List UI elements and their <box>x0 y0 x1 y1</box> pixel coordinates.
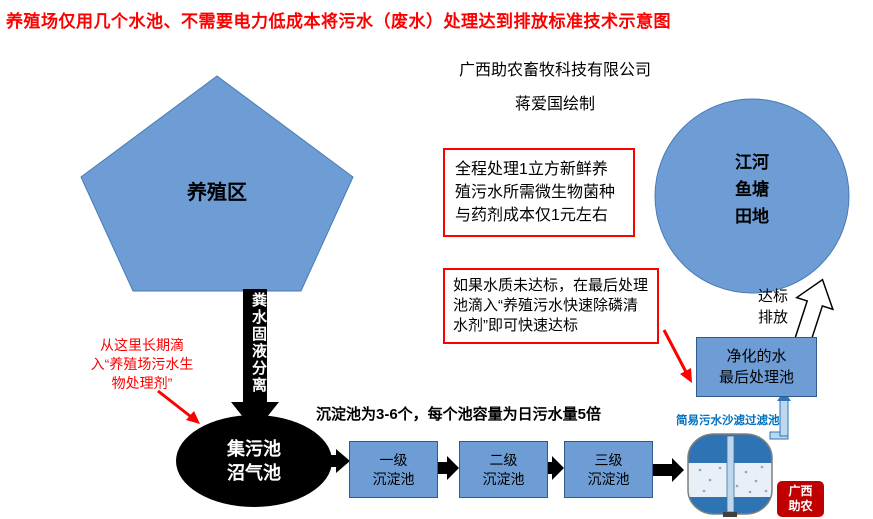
destination-line-1: 江河 <box>735 153 769 172</box>
sediment-pool-3-line-1: 三级 <box>594 451 623 468</box>
tank-center-pipe <box>726 435 735 513</box>
breeding-area-pentagon <box>80 75 354 292</box>
sediment-pool-1-line-1: 一级 <box>379 451 408 468</box>
sediment-pool-1-line-2: 沉淀池 <box>372 470 415 487</box>
sand-texture-dots <box>698 465 768 494</box>
collection-pool-ellipse <box>176 415 332 507</box>
destination-label: 江河 鱼塘 田地 <box>702 149 802 230</box>
final-pool-line-2: 最后处理池 <box>718 369 794 386</box>
collection-pool-line-2: 沼气池 <box>227 463 281 483</box>
author-name: 蒋爱国绘制 <box>514 96 595 113</box>
sediment-pool-3-line-2: 沉淀池 <box>587 470 630 487</box>
collection-pool-label: 集污池 沼气池 <box>204 437 304 485</box>
sediment-pool-3: 三级 沉淀池 <box>564 441 653 498</box>
brand-logo-line-2: 助农 <box>788 499 813 513</box>
company-name: 广西助农畜牧科技有限公司 <box>458 62 651 79</box>
sediment-pool-1: 一级 沉淀池 <box>349 441 438 498</box>
destination-line-2: 鱼塘 <box>735 180 769 199</box>
brand-logo-line-1: 广西 <box>788 484 813 498</box>
sediment-info-note: 沉淀池为3-6个，每个池容量为日污水量5倍 <box>316 406 602 423</box>
cost-note: 全程处理1立方新鲜养殖污水所需微生物菌种与药剂成本仅1元左右 <box>443 148 635 237</box>
discharge-line-2: 排放 <box>757 309 788 326</box>
final-pool-line-1: 净化的水 <box>726 348 787 365</box>
sediment-pool-2-line-2: 沉淀池 <box>482 470 525 487</box>
separation-arrow <box>231 289 279 432</box>
tank-bottom-valve <box>723 512 737 517</box>
sediment-pool-2: 二级 沉淀池 <box>459 441 548 498</box>
filter-pool-label: 简易污水沙滤过滤池 <box>676 415 780 427</box>
destination-line-3: 田地 <box>735 207 769 226</box>
breeding-area-label: 养殖区 <box>187 182 247 204</box>
destination-circle <box>654 98 850 294</box>
flow-arrow-pool1-to-pool2 <box>437 456 459 480</box>
remedy-note: 如果水质未达标，在最后处理池滴入“养殖污水快速除磷清水剂”即可快速达标 <box>443 268 659 344</box>
remedy-pointer-arrow <box>662 329 692 383</box>
dosing-pointer-arrow <box>157 389 200 424</box>
final-pool: 净化的水 最后处理池 <box>696 337 817 397</box>
discharge-label: 达标 排放 <box>750 286 796 328</box>
brand-logo: 广西 助农 <box>777 481 824 517</box>
separation-arrow-label: 粪水固液分离 <box>250 292 267 394</box>
sand-filter-tank <box>687 433 773 517</box>
discharge-line-1: 达标 <box>757 288 788 305</box>
collection-pool-line-1: 集污池 <box>227 439 281 459</box>
flow-arrow-pool2-to-pool3 <box>546 456 564 480</box>
page-title: 养殖场仅用几个水池、不需要电力低成本将污水（废水）处理达到排放标准技术示意图 <box>6 12 671 31</box>
flow-arrow-collection-to-pool1 <box>316 449 350 473</box>
flow-arrow-pool3-to-filter <box>652 458 684 482</box>
sediment-pool-2-line-1: 二级 <box>489 451 518 468</box>
dosing-note: 从这里长期滴入“养殖场污水生物处理剂” <box>90 337 194 391</box>
